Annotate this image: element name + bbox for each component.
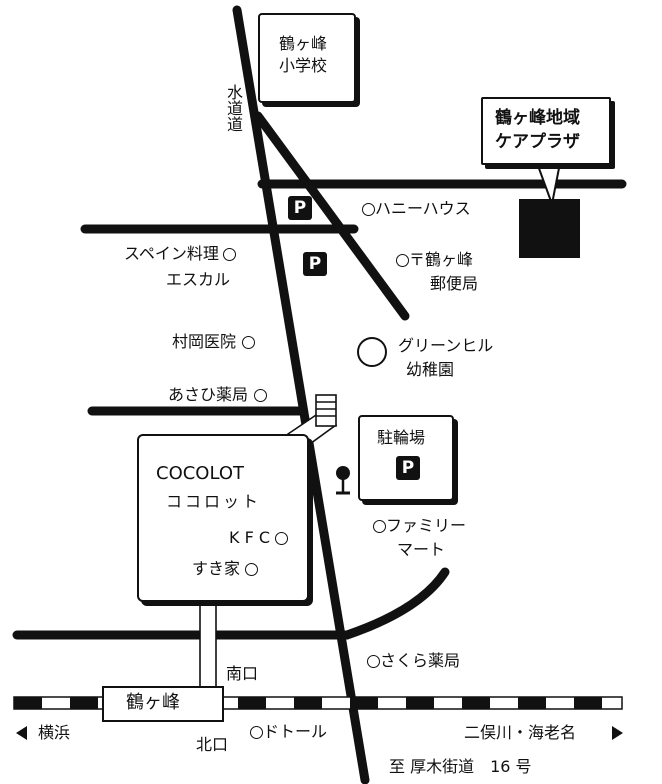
pedestrian-bridge [199,394,338,689]
muraoka-clinic: 村岡医院 [172,332,256,352]
asahi-pharmacy: あさひ薬局 [168,385,268,405]
north-exit-label: 北口 [196,735,229,754]
arrow-right-icon [612,726,623,740]
school-label-1: 鶴ヶ峰 [279,34,328,53]
familymart-label-1: ファミリー [386,516,467,535]
spain-ryouri: スペイン料理 [124,244,236,264]
post-office-label-2: 郵便局 [430,274,479,293]
honey-house-marker-icon [362,203,375,216]
cocolot-name: COCOLOT [156,463,245,484]
post-office-label-1: 〒鶴ヶ峰 [409,250,474,269]
care-plaza-label-1: 鶴ヶ峰地域 [495,108,580,128]
arrow-left-icon [16,726,27,740]
post-office-marker-icon [396,254,409,267]
school-label-2: 小学校 [279,56,328,75]
parking-icon-1: P [288,196,312,220]
cocolot-kana: ココロット [166,492,262,511]
care-plaza-box [481,97,611,165]
care-plaza-label-2: ケアプラザ [495,132,580,152]
station-name: 鶴ヶ峰 [126,692,180,713]
parking-icon-2: P [303,252,327,276]
green-hill-marker [357,337,387,367]
muraoka-clinic-label: 村岡医院 [172,332,237,351]
south-exit-label: 南口 [226,664,259,683]
cocolot-sukiya: すき家 [192,559,259,579]
spain-ryouri-label-1: スペイン料理 [124,244,219,263]
green-hill-label-2: 幼稚園 [406,360,455,379]
asahi-pharmacy-marker-icon [254,389,268,402]
sakura-pharmacy-label: さくら薬局 [380,651,461,670]
sukiya-marker-icon [245,563,259,576]
asahi-pharmacy-label: あさひ薬局 [168,385,249,404]
kfc-label: K F C [229,528,271,547]
green-hill-label-1: グリーンヒル [398,336,494,355]
road-diagonal [253,111,410,321]
school-box [258,13,356,103]
honey-house: ハニーハウス [362,199,471,219]
sakura-pharmacy: さくら薬局 [367,651,460,671]
main-road [232,5,370,784]
landmark-icon [336,466,350,495]
muraoka-clinic-marker-icon [242,336,256,349]
care-plaza-pointer [519,162,580,258]
to-ebina-label: 二俣川・海老名 [464,723,577,742]
familymart-label-2: マート [397,540,446,559]
cocolot-box [137,434,309,602]
doutor-marker-icon [250,726,263,739]
suido-michi-text: 水道道 [224,84,243,132]
road-curve [342,567,450,640]
honey-house-label: ハニーハウス [375,199,471,218]
bicycle-parking-label: 駐輪場 [377,428,426,447]
doutor-label: ドトール [263,722,328,741]
bicycle-parking-box [358,415,454,501]
familymart-marker-icon [373,520,386,533]
spain-ryouri-label-2: エスカル [166,270,231,289]
spain-ryouri-marker-icon [222,248,236,261]
familymart: ファミリー [373,516,466,536]
railway [13,696,623,710]
parking-icon-bicycle: P [396,456,420,480]
doutor: ドトール [250,722,327,742]
suido-michi-label: 水道道 [222,84,243,138]
station-box [102,686,224,722]
care-plaza-building [519,199,580,258]
sukiya-label: すき家 [192,559,241,578]
atsugi-kaido-label: 至 厚木街道 16 号 [389,757,532,776]
to-yokohama-label: 横浜 [38,723,71,742]
cocolot-kfc: K F C [229,528,289,548]
kfc-marker-icon [275,532,289,545]
sakura-pharmacy-marker-icon [367,655,380,668]
post-office: 〒鶴ヶ峰 [396,250,473,270]
